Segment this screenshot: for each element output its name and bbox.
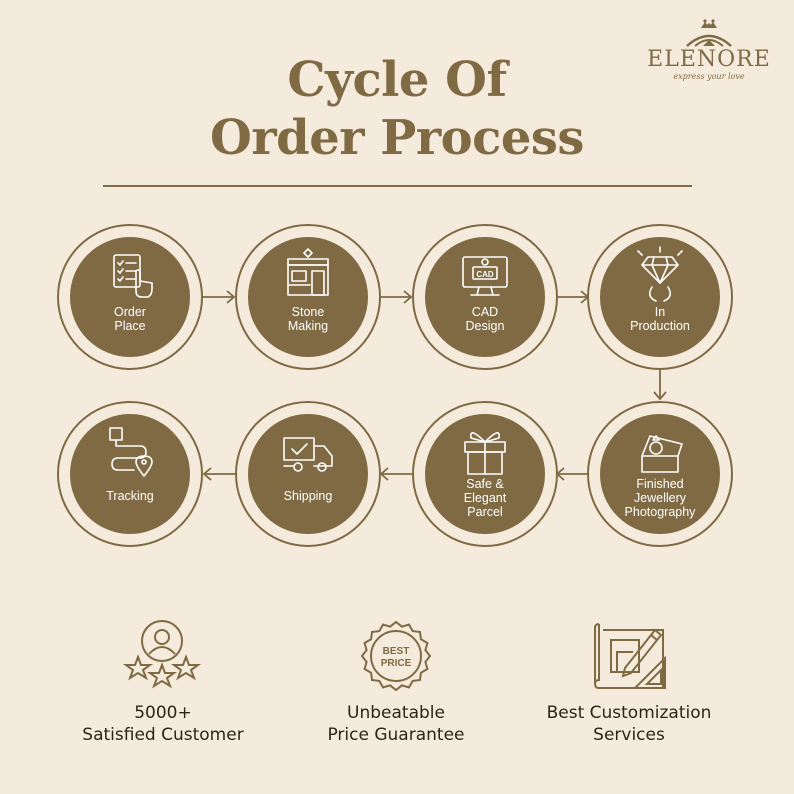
blueprint-pencil-icon (593, 623, 666, 689)
step-label-line: Jewellery (633, 491, 687, 505)
best-price-badge-icon: BEST PRICE (360, 620, 432, 692)
step-label-line: Parcel (467, 505, 503, 519)
truck-icon (283, 437, 333, 472)
feature-line: Best Customization (546, 703, 712, 723)
step-label-line: Order (114, 305, 146, 319)
step-label-line: In (654, 305, 666, 319)
arrow-head (580, 290, 590, 304)
customer-stars-icon (123, 620, 201, 689)
feature-line: Price Guarantee (327, 725, 465, 745)
badge-text-line1: BEST (383, 646, 410, 657)
svg-text:CAD: CAD (476, 270, 494, 279)
step-label-line: CAD (471, 305, 499, 319)
step-label: Tracking (70, 489, 190, 503)
arrow-head (653, 391, 667, 401)
step-label-line: Shipping (283, 489, 333, 503)
step-circle (248, 414, 368, 534)
step-circle (425, 237, 545, 357)
cad-monitor-icon: CAD (462, 256, 508, 296)
brand-logo: ELENORE express your love (643, 14, 775, 82)
feature-price-guarantee: Unbeatable Price Guarantee (281, 702, 511, 746)
feature-line: Satisfied Customer (82, 725, 244, 745)
checklist-icon (113, 254, 153, 298)
feature-customization: Best Customization Services (514, 702, 744, 746)
feature-line: Services (593, 725, 665, 745)
step-circle (248, 237, 368, 357)
step-circle (600, 414, 720, 534)
gift-box-icon (464, 432, 506, 475)
step-label-line: Elegant (463, 491, 507, 505)
step-label-line: Making (287, 319, 329, 333)
diamond-ring-icon (637, 246, 683, 302)
title-divider (103, 185, 692, 187)
brand-tagline: express your love (673, 72, 745, 81)
arrow-head (403, 290, 413, 304)
step-label-line: Tracking (106, 489, 154, 503)
step-outer-ring (57, 401, 203, 547)
step-label: Shipping (248, 489, 368, 503)
step-label-line: Production (630, 319, 690, 333)
step-label-line: Design (465, 319, 505, 333)
page-title-line1: Cycle Of (287, 52, 507, 108)
arrow-head (555, 467, 565, 481)
step-label-line: Safe & (466, 477, 504, 491)
badge-text-line2: PRICE (381, 658, 412, 669)
step-label-line: Finished (636, 477, 684, 491)
step-label-line: Place (114, 319, 146, 333)
feature-satisfied-customer: 5000+ Satisfied Customer (48, 702, 278, 746)
ring-box-icon (641, 435, 683, 473)
step-circle (600, 237, 720, 357)
arrow-head (379, 467, 389, 481)
route-pin-icon (109, 427, 153, 477)
step-circle (70, 414, 190, 534)
page-title-line2: Order Process (210, 110, 584, 166)
crown-icon (686, 19, 732, 47)
arrow-head (202, 467, 212, 481)
feature-line: 5000+ (134, 703, 192, 723)
step-circle (70, 237, 190, 357)
step-label-line: Stone (291, 305, 325, 319)
step-label-line: Photography (624, 505, 696, 519)
arrow-head (226, 290, 236, 304)
feature-line: Unbeatable (347, 703, 445, 723)
brand-name: ELENORE (647, 47, 771, 72)
workshop-icon (287, 248, 329, 296)
